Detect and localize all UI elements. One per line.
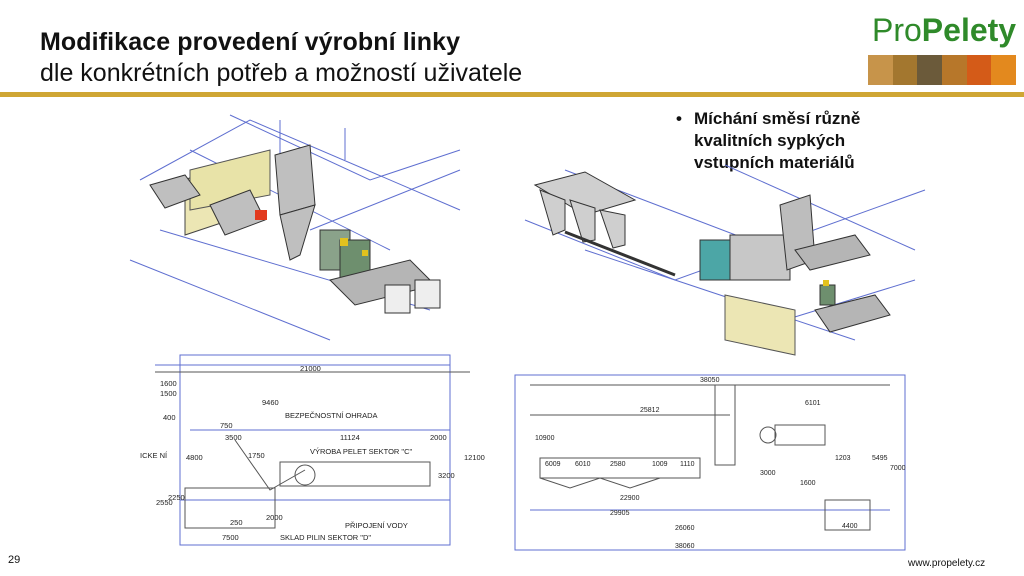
dim-2250: 2250 <box>168 493 185 502</box>
dim-3200: 3200 <box>438 471 455 480</box>
dim-6009: 6009 <box>545 461 561 468</box>
dim-4400: 4400 <box>842 523 858 530</box>
plan-drawing-left: 21000 1600 1500 400 750 3500 9460 11124 … <box>140 354 485 546</box>
dim-12100: 12100 <box>464 453 485 462</box>
dim-5495: 5495 <box>872 455 888 462</box>
dim-7000: 7000 <box>890 465 906 472</box>
dim-38050: 38050 <box>700 377 720 384</box>
dim-2550: 2550 <box>156 498 173 507</box>
dim-1600: 1600 <box>160 379 177 388</box>
dim-3500: 3500 <box>225 433 242 442</box>
bullet-dot: • <box>676 109 682 128</box>
dim-38060: 38060 <box>675 543 695 550</box>
line-3d-view-right <box>524 164 926 356</box>
dim-6010: 6010 <box>575 461 591 468</box>
logo-text: ProPelety <box>872 12 1017 48</box>
line-3d-view-left <box>129 114 461 341</box>
dim-29905: 29905 <box>610 510 630 517</box>
propelety-logo: ProPelety <box>868 10 1016 88</box>
dim-1500: 1500 <box>160 389 177 398</box>
logo-photo-strip <box>868 55 1017 85</box>
dim-1203: 1203 <box>835 455 851 462</box>
header-rule <box>0 92 1024 97</box>
website-url: www.propelety.cz <box>908 558 986 569</box>
dim-22900: 22900 <box>620 495 640 502</box>
dim-3000: 3000 <box>760 470 776 477</box>
dim-1110: 1110 <box>680 461 695 468</box>
dim-1750: 1750 <box>248 451 265 460</box>
dim-6101: 6101 <box>805 400 821 407</box>
dim-11124: 11124 <box>340 433 360 442</box>
bullet-text: Míchání směsí různě kvalitních sypkých v… <box>694 109 861 172</box>
dim-750: 750 <box>220 421 233 430</box>
dim-10900: 10900 <box>535 435 555 442</box>
dim-9460: 9460 <box>262 398 279 407</box>
dim-2580: 2580 <box>610 461 626 468</box>
page-number: 29 <box>8 554 21 566</box>
dim-2000-bottom: 2000 <box>266 513 283 522</box>
title-subtitle: dle konkrétních potřeb a možností uživat… <box>40 59 523 87</box>
dim-4800: 4800 <box>186 453 203 462</box>
label-vyroba: VÝROBA PELET SEKTOR "C" <box>310 447 413 456</box>
dim-400: 400 <box>163 413 176 422</box>
plan-drawing-right: 38050 25812 10900 6009 6010 2580 1110 10… <box>514 374 906 551</box>
bullet-item: • Míchání směsí různě kvalitních sypkých… <box>676 108 916 174</box>
label-ohrada: BEZPEČNOSTNÍ OHRADA <box>285 411 378 420</box>
dim-1600: 1600 <box>800 480 816 487</box>
label-voda: PŘIPOJENÍ VODY <box>345 521 408 530</box>
dim-7500: 7500 <box>222 533 239 542</box>
dim-21000: 21000 <box>300 364 321 373</box>
label-sklad: SKLAD PILIN SEKTOR "D" <box>280 533 371 542</box>
dim-25812: 25812 <box>640 407 660 414</box>
dim-1009: 1009 <box>652 461 668 468</box>
slide-title: Modifikace provedení výrobní linky dle k… <box>40 28 522 88</box>
label-icke: ICKE NÍ <box>140 451 168 460</box>
title-bold: Modifikace provedení výrobní linky <box>40 28 461 56</box>
dim-2000-top: 2000 <box>430 433 447 442</box>
dim-26060: 26060 <box>675 525 695 532</box>
dim-250: 250 <box>230 518 243 527</box>
